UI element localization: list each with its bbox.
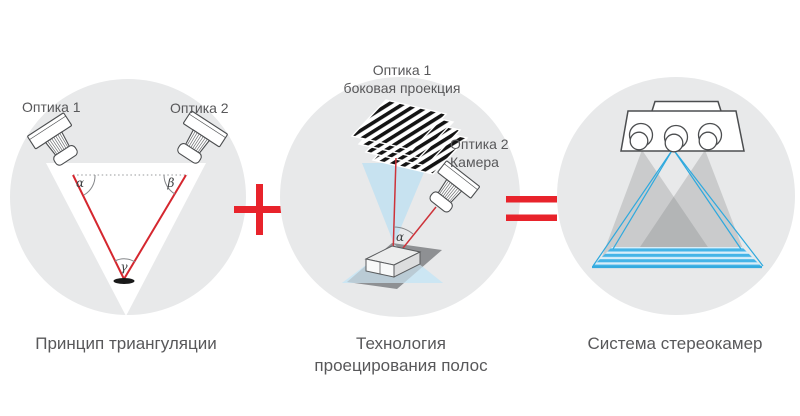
caption-triangulation: Принцип триангуляции	[35, 334, 216, 353]
plus-icon	[234, 184, 285, 235]
triangulation-ray-left	[72, 174, 125, 280]
angle-arc	[393, 226, 414, 235]
caption-stereo-system: Система стереокамер	[588, 334, 763, 353]
angle-alpha-label: α	[76, 176, 84, 190]
panel-stereo-system	[557, 77, 795, 315]
equals-icon	[506, 196, 557, 221]
panel-triangulation: Оптика 1 Оптика 2 α β γ	[10, 79, 246, 316]
optic2-label: Оптика 2	[170, 100, 229, 116]
angle-alpha-label: α	[396, 230, 404, 244]
projector-ray	[392, 157, 397, 257]
target-mark-icon	[113, 278, 135, 284]
caption-stripe-projection-line1: Технология	[356, 334, 446, 353]
stereo-camera-icon	[620, 100, 745, 153]
angle-arcs	[83, 174, 176, 263]
optic1-label-line1: Оптика 1	[373, 62, 432, 78]
caption-stripe-projection-line2: проецирования полос	[314, 356, 488, 375]
optic2-label-line2: Камера	[450, 154, 499, 170]
angle-beta-label: β	[167, 176, 175, 190]
angle-gamma-label: γ	[120, 260, 128, 274]
sight-lines	[592, 148, 764, 267]
light-cone-left	[600, 150, 718, 262]
optic1-label-line2: боковая проекция	[344, 80, 461, 96]
scan-field	[592, 247, 762, 267]
panel-stripe-projection: α Оптика 1 боковая проекция Оптика 2 Кам…	[280, 62, 520, 317]
light-cone-right	[630, 150, 748, 262]
optic2-label-line1: Оптика 2	[450, 136, 509, 152]
optic1-label: Оптика 1	[22, 99, 81, 115]
scan-object	[364, 245, 422, 278]
